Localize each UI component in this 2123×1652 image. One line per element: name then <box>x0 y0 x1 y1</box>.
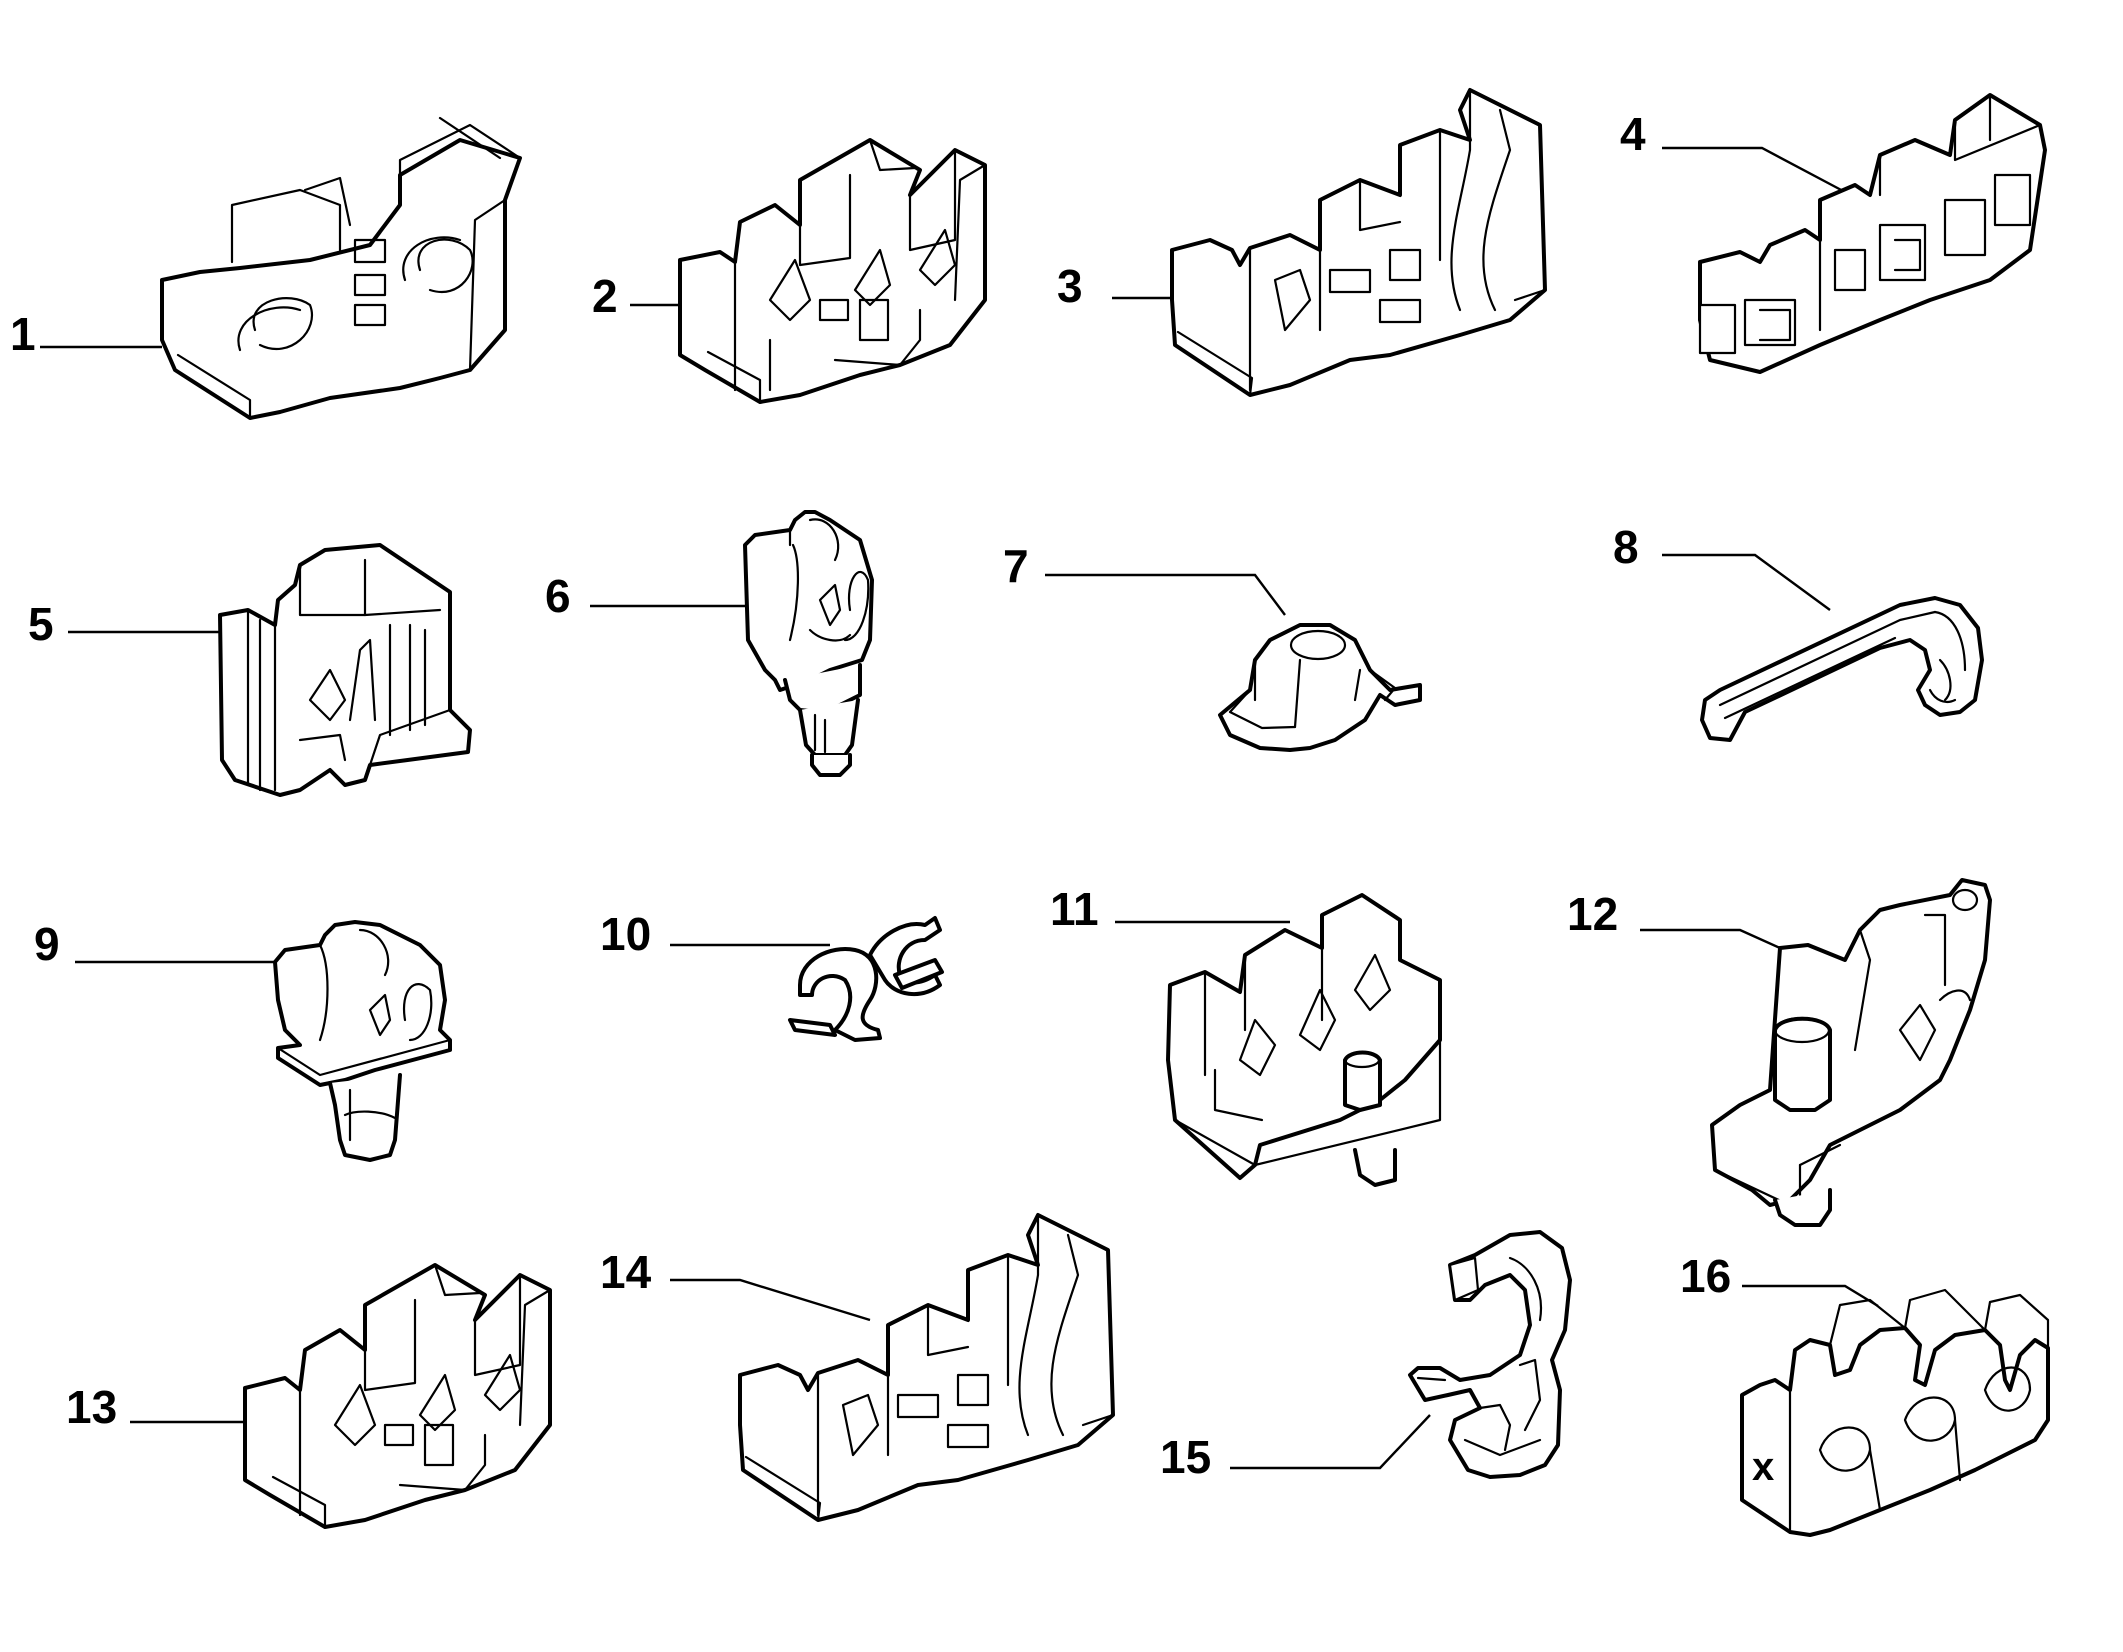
part-15-hook-clip <box>1408 1230 1572 1479</box>
part-14-holder <box>738 1213 1115 1522</box>
part-2-clip <box>678 138 987 404</box>
callout-11: 11 <box>1050 883 1099 935</box>
callout-3: 3 <box>1057 260 1083 312</box>
callout-2: 2 <box>592 270 618 322</box>
callout-9: 9 <box>34 918 60 970</box>
part-11-holder <box>1166 893 1442 1187</box>
part-12-eye-clip <box>1710 878 1992 1227</box>
part-13-clip <box>243 1263 552 1529</box>
callout-5: 5 <box>28 598 54 650</box>
part-10-spring-clip <box>788 916 944 1042</box>
part-4-holder <box>1698 93 2047 374</box>
part-7-strap <box>1218 623 1422 752</box>
part-1-clip <box>160 116 522 420</box>
callout-15: 15 <box>1160 1431 1211 1483</box>
callout-6: 6 <box>545 570 571 622</box>
callout-16: 16 <box>1680 1250 1731 1302</box>
callout-14: 14 <box>600 1246 652 1298</box>
callout-1: 1 <box>10 308 36 360</box>
part-16-mark: x <box>1752 1445 1774 1489</box>
part-8-hook-clip <box>1700 596 1984 742</box>
callout-13: 13 <box>66 1381 117 1433</box>
part-3-holder <box>1170 88 1547 397</box>
leader-lines <box>40 146 1879 1470</box>
part-9-pin-clip <box>273 920 452 1162</box>
callout-7: 7 <box>1003 540 1029 592</box>
part-5-clip <box>218 543 472 797</box>
callout-12: 12 <box>1567 888 1618 940</box>
part-16-triple-clip <box>1740 1288 2050 1537</box>
callout-4: 4 <box>1620 108 1646 160</box>
part-6-pin-clip <box>743 510 874 777</box>
callout-8: 8 <box>1613 521 1639 573</box>
callout-10: 10 <box>600 908 651 960</box>
